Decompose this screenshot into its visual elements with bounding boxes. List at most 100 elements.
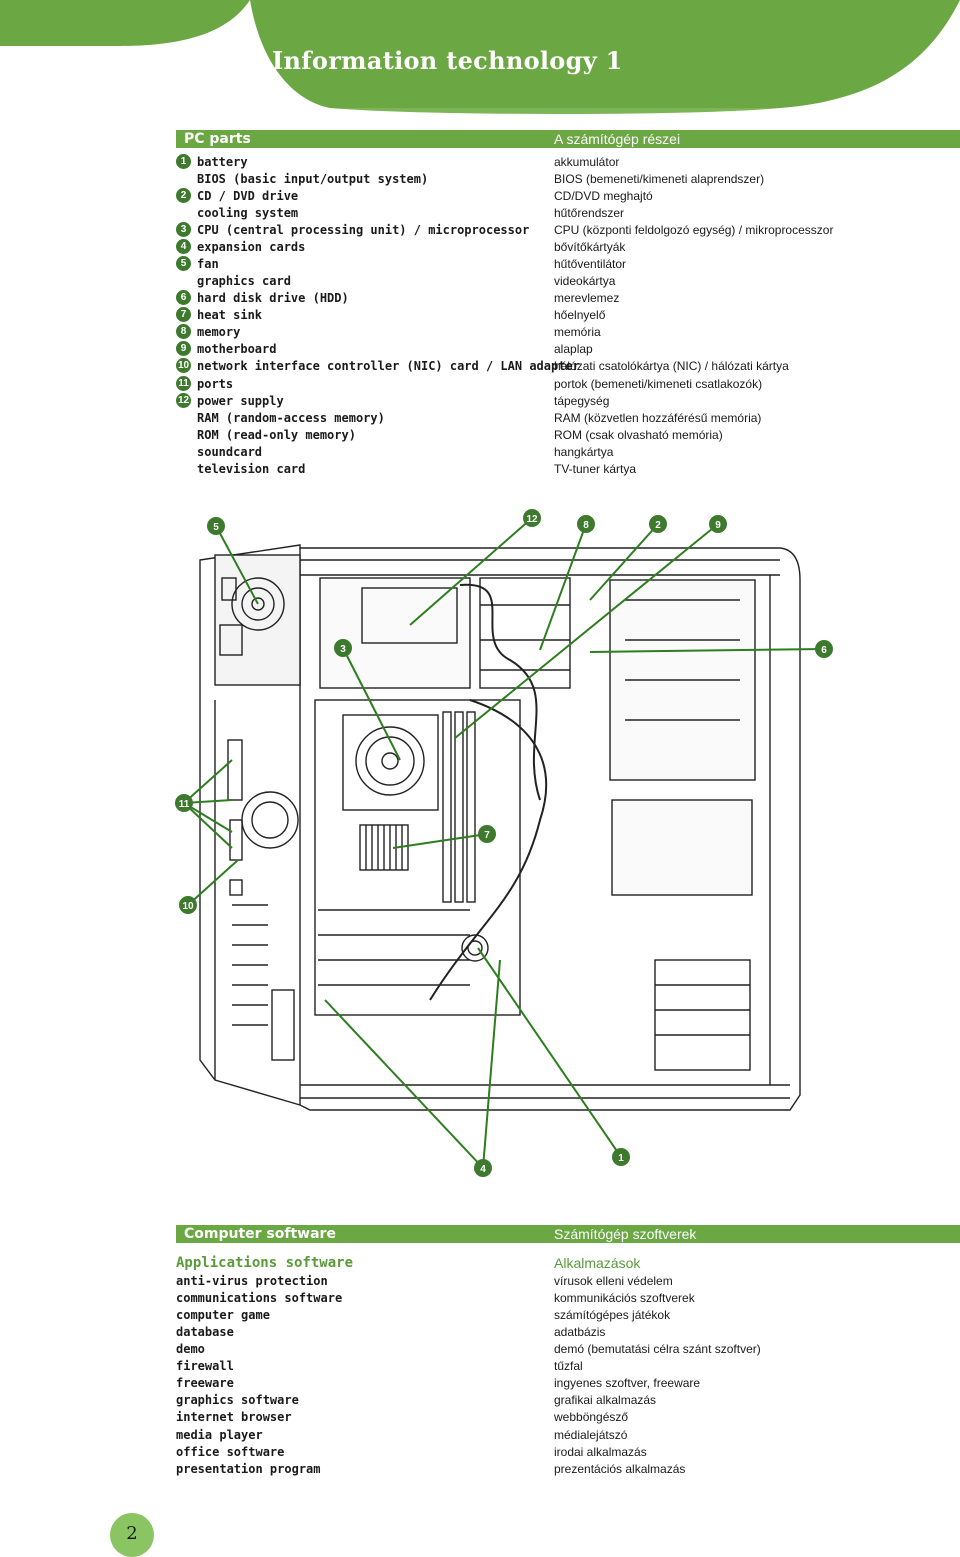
callout-5: 5 <box>213 522 219 533</box>
pc-parts-heading-hu: A számítógép részei <box>554 131 681 147</box>
callout-1: 1 <box>618 1153 624 1164</box>
software-term-hu: vírusok elleni védelem <box>554 1274 673 1288</box>
item-number-badge: 8 <box>176 324 191 339</box>
software-heading: Computer software <box>184 1226 336 1242</box>
software-heading-hu: Számítógép szoftverek <box>554 1226 697 1242</box>
item-number-badge: 9 <box>176 341 191 356</box>
term-hu: hálózati csatolókártya (NIC) / hálózati … <box>554 359 789 373</box>
page-number-badge: 2 <box>110 1513 154 1557</box>
term-hu: alaplap <box>554 342 593 356</box>
software-bar <box>176 1225 960 1243</box>
term-hu: hűtőrendszer <box>554 206 625 220</box>
term-hu: portok (bemeneti/kimeneti csatlakozók) <box>554 377 763 391</box>
term-en: soundcard <box>197 445 263 459</box>
item-number-badge: 6 <box>176 290 191 305</box>
term-en: RAM (random-access memory) <box>197 411 385 425</box>
software-term-en: internet browser <box>176 1410 292 1424</box>
term-hu: TV-tuner kártya <box>554 462 637 476</box>
software-term-en: database <box>176 1325 234 1339</box>
term-en: television card <box>197 462 306 476</box>
item-number-badge: 2 <box>176 188 191 203</box>
pc-case-illustration: 5 12 8 2 9 3 6 7 11 10 4 1 <box>175 509 833 1177</box>
term-hu: ROM (csak olvasható memória) <box>554 428 723 442</box>
software-term-en: graphics software <box>176 1393 299 1407</box>
header-shape <box>0 0 960 114</box>
page-title: Information technology 1 <box>272 46 623 75</box>
software-term-en: media player <box>176 1428 263 1442</box>
term-en: power supply <box>197 394 284 408</box>
software-term-hu: médialejátszó <box>554 1428 628 1442</box>
term-en: CPU (central processing unit) / micropro… <box>197 223 530 237</box>
pc-case-diagram: 5 12 8 2 9 3 6 7 11 10 4 1 <box>170 505 960 1185</box>
term-en: ROM (read-only memory) <box>197 428 356 442</box>
term-hu: hűtőventilátor <box>554 257 627 271</box>
term-en: heat sink <box>197 308 263 322</box>
term-hu: CPU (központi feldolgozó egység) / mikro… <box>554 223 834 237</box>
software-term-en: office software <box>176 1445 285 1459</box>
item-number-badge: 7 <box>176 307 191 322</box>
callout-3: 3 <box>340 644 346 655</box>
term-en: graphics card <box>197 274 291 288</box>
callout-7: 7 <box>484 830 490 841</box>
term-en: expansion cards <box>197 240 306 254</box>
software-term-hu: kommunikációs szoftverek <box>554 1291 695 1305</box>
software-term-en: communications software <box>176 1291 343 1305</box>
software-term-en: demo <box>176 1342 205 1356</box>
term-en: BIOS (basic input/output system) <box>197 172 429 186</box>
software-term-en: presentation program <box>176 1462 321 1476</box>
applications-subheading: Applications software <box>176 1255 354 1271</box>
software-term-hu: ingyenes szoftver, freeware <box>554 1376 701 1390</box>
term-hu: hőelnyelő <box>554 308 606 322</box>
software-term-hu: tűzfal <box>554 1359 583 1373</box>
term-en: network interface controller (NIC) card … <box>197 359 580 373</box>
callout-11: 11 <box>179 799 190 810</box>
software-term-hu: prezentációs alkalmazás <box>554 1462 686 1476</box>
item-number-badge: 11 <box>176 376 191 391</box>
callout-9: 9 <box>715 520 721 531</box>
pc-parts-bar <box>176 130 960 148</box>
item-number-badge: 4 <box>176 239 191 254</box>
item-number-badge: 10 <box>176 358 191 373</box>
term-en: fan <box>197 257 219 271</box>
software-term-hu: webböngésző <box>554 1410 629 1424</box>
term-hu: CD/DVD meghajtó <box>554 189 653 203</box>
term-en: cooling system <box>197 206 299 220</box>
term-en: battery <box>197 155 248 169</box>
callout-6: 6 <box>821 645 827 656</box>
software-term-hu: grafikai alkalmazás <box>554 1393 657 1407</box>
term-en: motherboard <box>197 342 277 356</box>
software-term-hu: adatbázis <box>554 1325 606 1339</box>
software-term-en: anti-virus protection <box>176 1274 328 1288</box>
software-term-hu: demó (bemutatási célra szánt szoftver) <box>554 1342 761 1356</box>
software-term-en: computer game <box>176 1308 270 1322</box>
term-hu: akkumulátor <box>554 155 620 169</box>
software-term-hu: irodai alkalmazás <box>554 1445 647 1459</box>
callout-8: 8 <box>583 520 589 531</box>
term-hu: memória <box>554 325 601 339</box>
software-term-hu: számítógépes játékok <box>554 1308 671 1322</box>
term-en: ports <box>197 377 234 391</box>
term-hu: RAM (közvetlen hozzáférésű memória) <box>554 411 762 425</box>
term-hu: BIOS (bemeneti/kimeneti alaprendszer) <box>554 172 765 186</box>
applications-subheading-hu: Alkalmazások <box>554 1255 641 1271</box>
term-hu: bővítőkártyák <box>554 240 626 254</box>
item-number-badge: 3 <box>176 222 191 237</box>
item-number-badge: 5 <box>176 256 191 271</box>
item-number-badge: 1 <box>176 154 191 169</box>
callout-4: 4 <box>480 1164 486 1175</box>
pc-parts-heading: PC parts <box>184 131 251 147</box>
page-number: 2 <box>126 1523 138 1544</box>
term-en: hard disk drive (HDD) <box>197 291 349 305</box>
term-hu: tápegység <box>554 394 610 408</box>
header-band: Information technology 1 <box>0 0 960 120</box>
term-en: CD / DVD drive <box>197 189 299 203</box>
callout-12: 12 <box>526 514 538 525</box>
term-en: memory <box>197 325 241 339</box>
software-term-en: firewall <box>176 1359 234 1373</box>
callout-10: 10 <box>182 901 194 912</box>
callout-2: 2 <box>655 520 661 531</box>
item-number-badge: 12 <box>176 393 191 408</box>
term-hu: hangkártya <box>554 445 614 459</box>
software-term-en: freeware <box>176 1376 234 1390</box>
term-hu: videokártya <box>554 274 616 288</box>
